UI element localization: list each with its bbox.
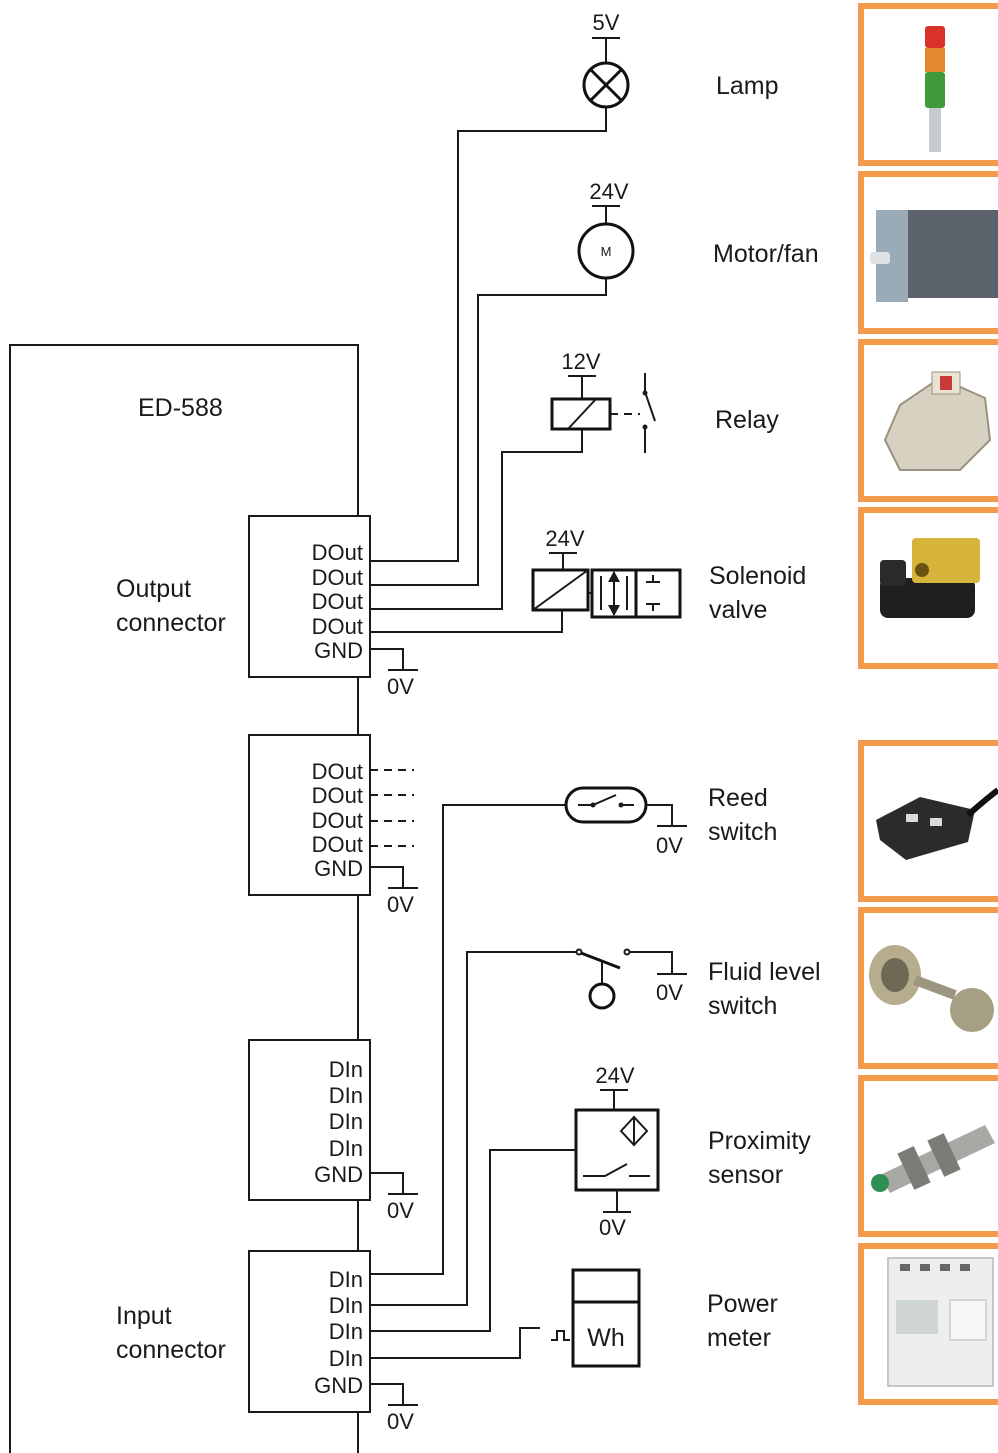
relay-symbol xyxy=(550,373,656,453)
motor-symbol xyxy=(577,205,635,280)
pin-dout: DOut xyxy=(312,614,363,639)
fluid-label-2: switch xyxy=(708,992,777,1020)
power-label-1: Power xyxy=(707,1290,778,1318)
input-connector-2 xyxy=(248,1039,371,1201)
svg-text:0V: 0V xyxy=(387,674,414,699)
pin-din: DIn xyxy=(329,1267,363,1292)
fluid-level-switch-symbol xyxy=(540,948,687,1010)
power-meter-photo xyxy=(858,1243,998,1405)
pin-din: DIn xyxy=(329,1293,363,1318)
solenoid-label-2: valve xyxy=(709,596,767,624)
wire-fluid-level xyxy=(370,951,540,1306)
power-meter-symbol xyxy=(551,1268,641,1368)
pin-din: DIn xyxy=(329,1319,363,1344)
solenoid-valve-photo xyxy=(858,507,998,669)
wire-relay xyxy=(370,429,583,610)
output-connector xyxy=(248,515,371,678)
fluid-label-1: Fluid level xyxy=(708,958,821,986)
motor-photo xyxy=(858,171,998,334)
unused-output-stubs xyxy=(370,769,414,847)
input-connector-label-2: connector xyxy=(116,1336,226,1364)
pin-din: DIn xyxy=(329,1136,363,1161)
pin-dout: DOut xyxy=(312,808,363,833)
reed-label-1: Reed xyxy=(708,784,768,812)
svg-text:0V: 0V xyxy=(387,892,414,917)
proximity-voltage: 24V xyxy=(595,1063,634,1088)
power-meter-symbol-label: Wh xyxy=(587,1324,625,1352)
pin-gnd: GND xyxy=(314,1162,363,1187)
proximity-label-1: Proximity xyxy=(708,1127,811,1155)
pin-din: DIn xyxy=(329,1083,363,1108)
relay-photo xyxy=(858,339,998,502)
ground-symbol: 0V xyxy=(370,648,418,699)
pin-dout: DOut xyxy=(312,759,363,784)
pin-dout: DOut xyxy=(312,783,363,808)
wire-motor xyxy=(370,277,607,586)
solenoid-valve-symbol xyxy=(531,552,682,619)
solenoid-label-1: Solenoid xyxy=(709,562,806,590)
svg-text:0V: 0V xyxy=(387,1409,414,1434)
ground-label: 0V xyxy=(599,1215,626,1240)
reed-switch-symbol xyxy=(540,786,687,827)
motor-symbol-label: M xyxy=(601,244,612,259)
relay-label: Relay xyxy=(715,406,779,434)
wire-lamp xyxy=(370,107,607,562)
pin-gnd: GND xyxy=(314,1373,363,1398)
pin-dout: DOut xyxy=(312,565,363,590)
output-connector-label-1: Output xyxy=(116,575,191,603)
ground-symbol: 0V xyxy=(370,1383,418,1434)
wire-power-meter xyxy=(370,1327,540,1359)
pin-dout: DOut xyxy=(312,589,363,614)
proximity-label-2: sensor xyxy=(708,1161,783,1189)
wire-proximity xyxy=(370,1149,556,1332)
relay-voltage: 12V xyxy=(561,349,600,374)
proximity-sensor-photo xyxy=(858,1075,998,1237)
lamp-voltage: 5V xyxy=(593,10,620,35)
pin-din: DIn xyxy=(329,1057,363,1082)
output-connector-label-2: connector xyxy=(116,609,226,637)
proximity-sensor-symbol xyxy=(556,1089,660,1213)
ground-symbol: 0V xyxy=(370,1172,418,1223)
fluid-level-switch-photo xyxy=(858,907,998,1069)
reed-switch-photo xyxy=(858,740,998,902)
pin-din: DIn xyxy=(329,1109,363,1134)
device-enclosure xyxy=(9,344,359,1453)
lamp-photo xyxy=(858,3,998,166)
ground-label: 0V xyxy=(656,980,683,1005)
input-connector-label-1: Input xyxy=(116,1302,172,1330)
pin-din: DIn xyxy=(329,1346,363,1371)
motor-label: Motor/fan xyxy=(713,240,819,268)
pin-dout: DOut xyxy=(312,832,363,857)
reed-label-2: switch xyxy=(708,818,777,846)
wire-solenoid xyxy=(370,610,563,633)
power-label-2: meter xyxy=(707,1324,771,1352)
wire-reed-switch xyxy=(370,804,540,1275)
svg-text:0V: 0V xyxy=(387,1198,414,1223)
device-name: ED-588 xyxy=(138,394,223,422)
motor-voltage: 24V xyxy=(589,179,628,204)
lamp-symbol xyxy=(582,37,630,131)
ground-label: 0V xyxy=(656,833,683,858)
solenoid-voltage: 24V xyxy=(545,526,584,551)
pin-gnd: GND xyxy=(314,856,363,881)
pin-dout: DOut xyxy=(312,540,363,565)
pin-gnd: GND xyxy=(314,638,363,663)
output-connector-2 xyxy=(248,734,371,896)
ground-symbol: 0V xyxy=(370,866,418,917)
lamp-label: Lamp xyxy=(716,72,779,100)
